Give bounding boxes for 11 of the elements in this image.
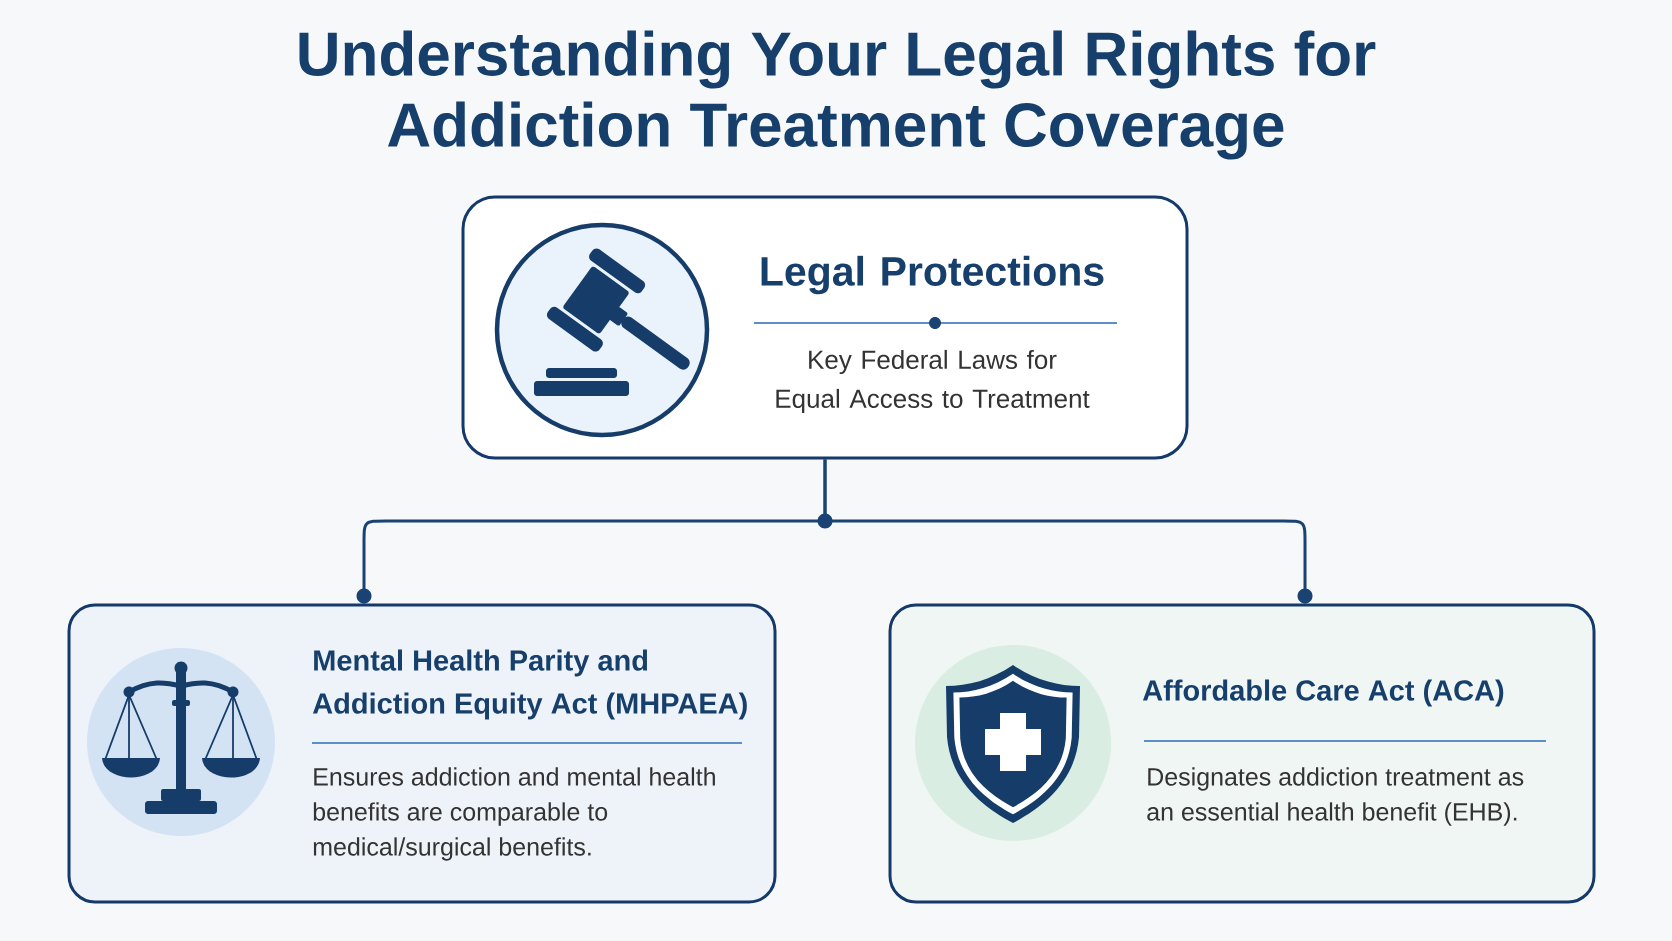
card-heading: Legal Protections (761, 255, 1104, 295)
card-description: Key Federal Laws for Equal Access to Treatment (776, 349, 1090, 414)
connector-line (823, 459, 1313, 604)
info-card (888, 603, 1596, 904)
card-heading: Affordable Care Act (ACA) (1142, 679, 1504, 707)
title: Understanding Your Legal Rights for Addiction Treatment Coverage (299, 30, 1376, 160)
info-card (67, 603, 777, 904)
card-description: Ensures addiction and mental health benefits are comparable to medical/surgical benefits. (313, 767, 715, 861)
info-card (461, 195, 1189, 460)
card-description: Designates addiction treatment as an essential health benefit (EHB). (1147, 767, 1524, 826)
card-heading: Mental Health Parity and Addiction Equity Act (MHPAEA) (312, 649, 747, 720)
